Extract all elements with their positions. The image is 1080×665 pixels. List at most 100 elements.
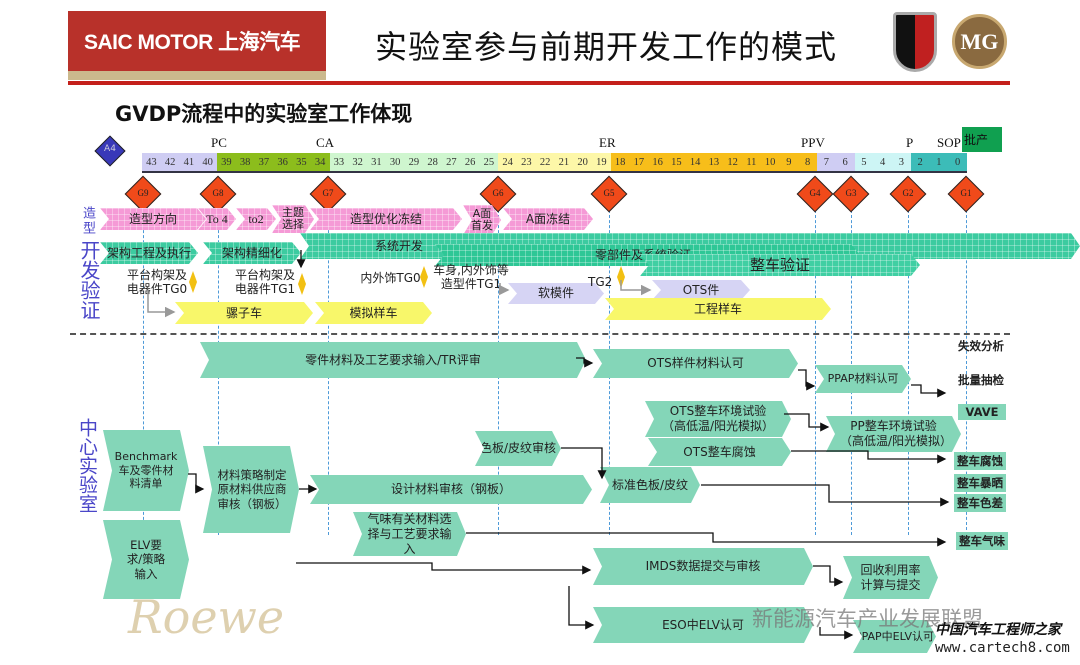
gate-label: G9 <box>137 188 149 198</box>
step-eso-elv-approval: ESO中ELV认可 <box>593 607 813 643</box>
week-number: 29 <box>408 156 420 168</box>
band-architecture-refinement: 架构精细化 <box>203 242 301 264</box>
week-number: 12 <box>727 156 738 168</box>
saic-motor-logo: SAIC MOTOR 上海汽车 <box>68 11 326 71</box>
week-number: 26 <box>464 156 476 168</box>
gate-guide-line <box>908 205 909 535</box>
week-number: 35 <box>296 156 307 168</box>
output-batch-inspection: 批量抽检 <box>958 373 1004 387</box>
week-number: 21 <box>558 156 570 168</box>
lab-label: 中心实验室 <box>76 418 98 513</box>
week-number: 38 <box>239 156 251 168</box>
week-number: 31 <box>371 156 382 168</box>
watermark-wechat: 新能源汽车产业发展联盟 <box>752 607 983 631</box>
styling-theme-selection: 主题选择 <box>272 205 314 233</box>
band-vehicle-validation: 整车验证 <box>640 254 920 276</box>
styling-optimization-freeze: 造型优化冻结 <box>310 208 462 230</box>
week-number: 15 <box>671 156 682 168</box>
week-number: 14 <box>689 156 701 168</box>
step-ppap-material-approval: PPAP材料认可 <box>815 365 911 393</box>
styling-a-surface-freeze: A面冻结 <box>503 208 593 230</box>
gate-guide-line <box>143 205 144 535</box>
milestone-p: P <box>906 135 914 150</box>
week-number: 10 <box>764 156 776 168</box>
milestone-ppv: PPV <box>801 135 825 150</box>
styling-a-surface-release: A面首发 <box>463 205 501 235</box>
output-vave: VAVE <box>958 404 1006 420</box>
week-number: 11 <box>746 156 757 168</box>
step-ots-environment-test: OTS整车环境试验（高低温/阳光模拟） <box>645 401 791 437</box>
week-number: 34 <box>314 156 326 168</box>
step-odor-materials: 气味有关材料选择与工艺要求输入 <box>353 512 466 556</box>
week-number: 27 <box>446 156 457 168</box>
step-color-grain-review: 色板/皮纹审核 <box>475 431 561 466</box>
week-number: 41 <box>183 156 195 168</box>
logo-strip <box>68 71 326 80</box>
step-ots-corrosion: OTS整车腐蚀 <box>648 438 791 466</box>
output-vehicle-color-difference: 整车色差 <box>954 494 1006 512</box>
styling-direction: 造型方向 <box>100 208 206 230</box>
week-number: 5 <box>861 156 867 168</box>
week-number: 37 <box>258 156 270 168</box>
milestone-pc: PC <box>211 135 227 150</box>
week-number: 8 <box>805 156 811 168</box>
gate-label: G8 <box>212 188 224 198</box>
gate-label: G2 <box>902 188 914 198</box>
output-vehicle-corrosion: 整车腐蚀 <box>954 452 1006 470</box>
milestone-sop: SOP <box>937 135 961 150</box>
milestone-ca: CA <box>316 135 335 150</box>
output-failure-analysis: 失效分析 <box>958 339 1004 353</box>
week-number: 39 <box>221 156 232 168</box>
output-vehicle-odor: 整车气味 <box>956 532 1008 550</box>
week-number: 19 <box>596 156 607 168</box>
soft-tooling-parts: 软模件 <box>508 283 604 304</box>
sop-badge: 批产 <box>962 127 1002 152</box>
step-material-strategy: 材料策略制定原材料供应商审核（钢板） <box>203 446 299 533</box>
ots-parts: OTS件 <box>652 280 750 300</box>
engineering-prototype: 工程样车 <box>605 298 831 320</box>
week-number: 17 <box>633 156 645 168</box>
output-vehicle-sun-exposure: 整车暴晒 <box>954 474 1006 492</box>
week-number: 20 <box>577 156 588 168</box>
week-number: 9 <box>786 156 792 168</box>
styling-to4: To 4 <box>198 208 236 230</box>
section-subtitle: GVDP流程中的实验室工作体现 <box>115 102 413 126</box>
dev-label-main: 开发验证 <box>77 240 101 320</box>
week-number: 22 <box>539 156 551 168</box>
week-number: 1 <box>936 156 942 168</box>
styling-to2: to2 <box>236 208 276 230</box>
week-number: 3 <box>898 156 904 168</box>
step-benchmark: Benchmark车及零件材料清单 <box>103 430 189 511</box>
week-number: 18 <box>614 156 626 168</box>
tg0-platform: 平台构架及电器件TG0 <box>126 268 188 297</box>
simulation-prototype: 模拟样车 <box>315 302 432 324</box>
week-number: 16 <box>652 156 663 168</box>
week-number: 2 <box>917 156 923 168</box>
mule-car: 骡子车 <box>175 302 313 324</box>
gate-label: G3 <box>845 188 857 198</box>
a4-label: A4 <box>104 144 116 154</box>
week-number: 40 <box>202 156 213 168</box>
step-pp-environment-test: PP整车环境试验（高低温/阳光模拟） <box>826 416 961 452</box>
week-number: 33 <box>333 156 345 168</box>
roewe-script-watermark: Roewe <box>128 590 285 644</box>
watermark-cartech-url: www.cartech8.com <box>935 640 1070 656</box>
week-number: 6 <box>842 156 848 168</box>
watermark-cartech-cn: 中国汽车工程师之家 <box>935 622 1061 638</box>
tg2-label: TG2 <box>588 275 613 289</box>
week-number: 28 <box>427 156 438 168</box>
tg0-diamond-icon <box>189 271 197 293</box>
gate-label: G4 <box>809 188 821 198</box>
week-number: 4 <box>880 156 886 168</box>
tg1-diamond-icon <box>298 273 306 295</box>
gate-guide-line <box>815 205 816 535</box>
week-number: 43 <box>146 156 157 168</box>
gate-label: G7 <box>322 188 334 198</box>
week-number: 36 <box>277 156 288 168</box>
timeline-segment: 39 38 37 36 35 34 <box>217 153 330 173</box>
tg1-platform: 平台构架及电器件TG1 <box>234 268 296 297</box>
